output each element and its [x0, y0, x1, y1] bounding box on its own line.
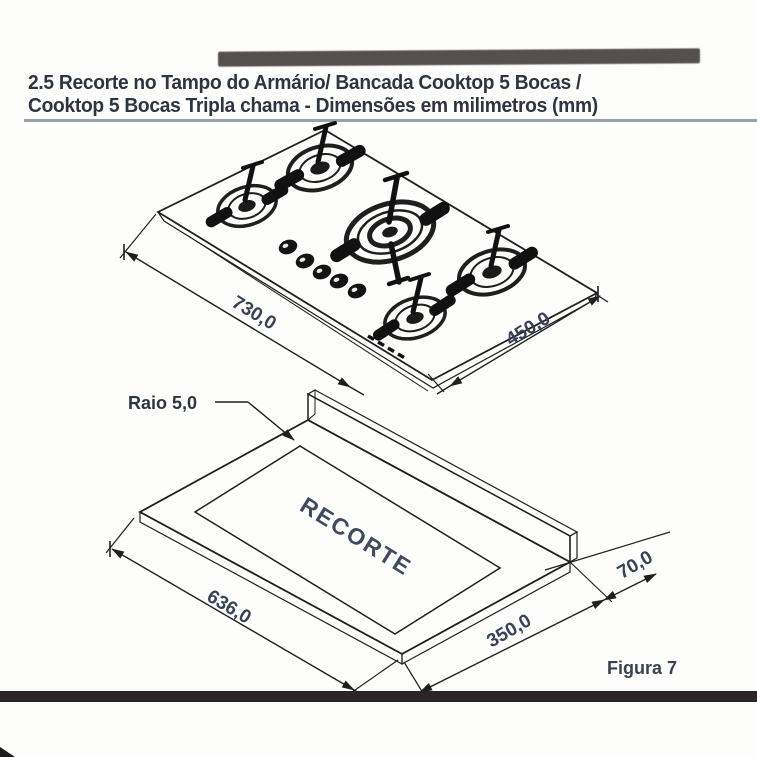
burner-left — [205, 160, 289, 229]
radius-leader: Raio 5,0 — [128, 393, 295, 441]
section-title-line1: 2.5 Recorte no Tampo do Armário/ Bancada… — [28, 72, 582, 94]
burner-right — [445, 224, 538, 297]
burner-front-center — [373, 272, 456, 341]
cutout-figure: RECORTE Raio 5,0 636,0 350, — [105, 389, 677, 699]
section-title: 2.5 Recorte no Tampo do Armário/ Bancada… — [28, 72, 700, 118]
dim-636-label: 636,0 — [203, 586, 255, 628]
scan-artifact-bottom-bar — [0, 691, 757, 702]
dim-730-label: 730,0 — [228, 292, 280, 334]
backsplash — [306, 389, 579, 564]
dim-70-label: 70,0 — [614, 547, 657, 584]
vent-dashes — [367, 334, 405, 360]
section-title-line2: Cooktop 5 Bocas Tripla chama - Dimensões… — [28, 95, 598, 117]
dim-350-label: 350,0 — [483, 610, 535, 652]
title-underline-rule — [24, 119, 757, 122]
dimension-350: 350,0 — [403, 561, 613, 699]
dim-450-label: 450,0 — [502, 308, 554, 350]
scan-artifact-corner — [0, 747, 15, 757]
burner-top-center — [274, 121, 366, 193]
cooktop-front-edge — [157, 211, 598, 389]
radius-label: Raio 5,0 — [128, 393, 197, 413]
cooktop-figure: 730,0 450,0 — [119, 121, 609, 396]
burner-center-triple — [330, 170, 450, 287]
recorte-label: RECORTE — [296, 492, 417, 581]
dimension-450: 450,0 — [436, 286, 609, 395]
figure-caption: Figura 7 — [607, 658, 677, 678]
